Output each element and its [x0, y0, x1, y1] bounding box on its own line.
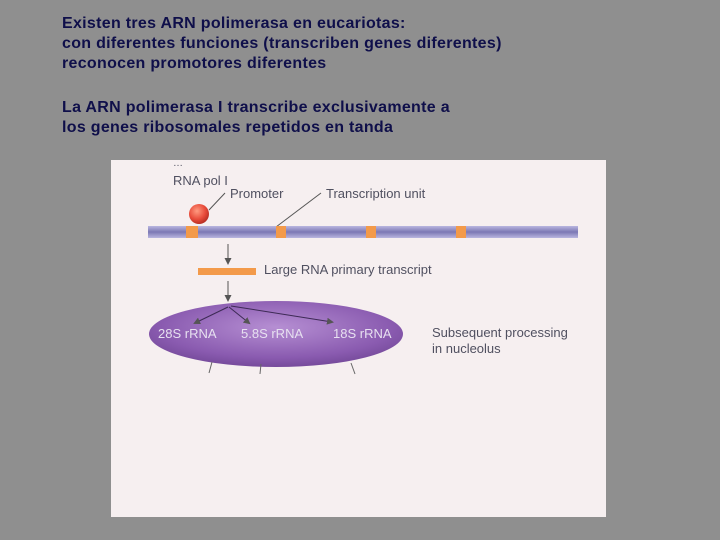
rna-pol-i-diagram: … RNA pol I Promoter Transcription unit … — [148, 160, 578, 375]
transcription-unit-pointer — [275, 192, 322, 228]
nucleolus — [149, 301, 403, 367]
rrna-18s-label: 18S rRNA — [333, 326, 392, 341]
promoter-pointer — [208, 192, 226, 211]
promoter-segment — [276, 226, 286, 238]
heading-line: con diferentes funciones (transcriben ge… — [62, 35, 502, 52]
continuation-stroke — [259, 363, 262, 375]
heading-rna-polymerases: Existen tres ARN polimerasa en eucariota… — [62, 14, 502, 74]
primary-transcript-bar — [198, 268, 256, 275]
processing-label: Subsequent processing — [432, 325, 568, 340]
heading-line: reconocen promotores diferentes — [62, 55, 327, 72]
heading-rna-pol-i: La ARN polimerasa I transcribe exclusiva… — [62, 98, 450, 138]
rna-polymerase-icon — [189, 204, 209, 224]
diagram-panel: … RNA pol I Promoter Transcription unit … — [111, 160, 606, 517]
transcription-unit-label: Transcription unit — [326, 186, 426, 201]
rrna-28s-label: 28S rRNA — [158, 326, 217, 341]
branch-arrow — [230, 305, 334, 325]
heading-line: Existen tres ARN polimerasa en eucariota… — [62, 15, 406, 32]
cropped-label: … — [173, 160, 183, 169]
rrna-58s-label: 5.8S rRNA — [241, 326, 303, 341]
heading-line: La ARN polimerasa I transcribe exclusiva… — [62, 99, 450, 116]
continuation-stroke — [350, 362, 356, 375]
promoter-segment — [366, 226, 376, 238]
primary-transcript-label: Large RNA primary transcript — [264, 262, 432, 277]
promoter-label: Promoter — [230, 186, 284, 201]
processing-label: in nucleolus — [432, 341, 501, 356]
continuation-stroke — [208, 361, 213, 374]
heading-line: los genes ribosomales repetidos en tanda — [62, 119, 394, 136]
promoter-segment — [186, 226, 198, 238]
branch-arrow — [193, 306, 229, 324]
rna-pol-label: RNA pol I — [173, 173, 228, 188]
dna-strand — [148, 226, 578, 238]
branch-arrow — [228, 306, 251, 325]
promoter-segment — [456, 226, 466, 238]
